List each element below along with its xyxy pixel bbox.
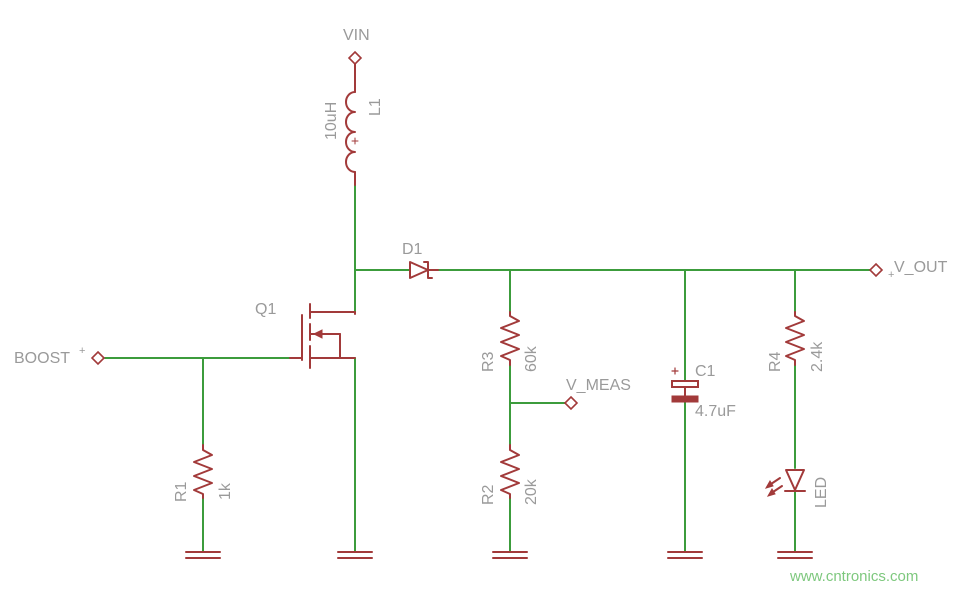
l1-name-label: L1 [367, 98, 384, 116]
r3-name-label: R3 [480, 351, 497, 372]
led [764, 469, 806, 497]
r1-value-label: 1k [217, 482, 234, 500]
resistor-r3 [500, 311, 520, 366]
inductor-l1 [345, 91, 359, 186]
r1-name-label: R1 [173, 481, 190, 502]
v-out-label: V_OUT [894, 259, 948, 276]
resistor-r1 [193, 444, 213, 499]
led-name-label: LED [813, 477, 830, 508]
ground-r1 [185, 551, 221, 559]
v-out-pin-plus: + [888, 269, 894, 281]
resistor-r2 [500, 444, 520, 499]
mosfet-q1 [289, 303, 356, 369]
vin-label: VIN [343, 27, 370, 44]
boost-label: BOOST [14, 350, 70, 367]
r2-name-label: R2 [480, 484, 497, 505]
ground-q1 [337, 551, 373, 559]
capacitor-c1 [671, 367, 699, 403]
l1-value-label: 10uH [323, 102, 340, 140]
ground-led [777, 551, 813, 559]
boost-terminal [90, 350, 106, 366]
ground-r2 [492, 551, 528, 559]
wires [104, 184, 871, 553]
diode-d1 [409, 261, 439, 279]
watermark: www.cntronics.com [789, 568, 918, 585]
v-out-terminal [868, 262, 884, 278]
v-meas-terminal [563, 395, 579, 411]
r2-value-label: 20k [523, 478, 540, 505]
q1-name-label: Q1 [255, 301, 276, 318]
r4-name-label: R4 [767, 351, 784, 372]
c1-name-label: C1 [695, 363, 716, 380]
r3-value-label: 60k [523, 345, 540, 372]
v-meas-label: V_MEAS [566, 377, 631, 394]
boost-pin-plus: + [79, 345, 85, 357]
vin-terminal [347, 50, 363, 93]
c1-value-label: 4.7uF [695, 403, 736, 420]
resistor-r4 [785, 311, 805, 366]
r4-value-label: 2.4k [809, 341, 826, 372]
d1-name-label: D1 [402, 241, 423, 258]
ground-c1 [667, 551, 703, 559]
